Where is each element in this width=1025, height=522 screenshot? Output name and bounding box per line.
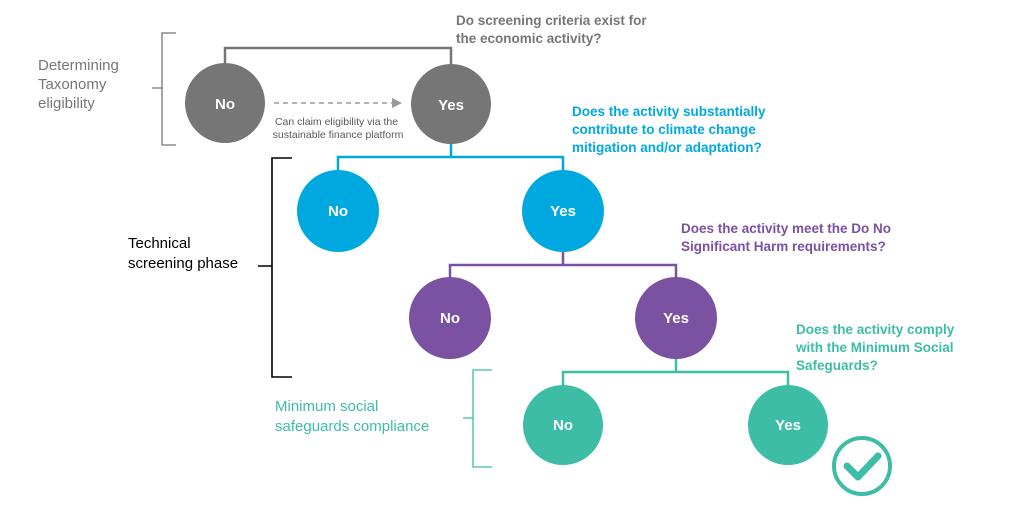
node-l2-no-label: No [328, 203, 348, 220]
question-line: Do screening criteria exist for [456, 13, 647, 28]
question-screening-criteria: Do screening criteria exist for the econ… [456, 13, 650, 46]
node-l2-yes [522, 170, 604, 252]
phase-technical-line: Technical [128, 235, 191, 252]
node-l3-yes [635, 277, 717, 359]
eligibility-bracket [152, 32, 176, 146]
connector-level-2 [336, 144, 565, 171]
phase-eligibility-line: eligibility [38, 95, 95, 112]
dashed-arrow-head [392, 98, 402, 108]
connector-level-4 [561, 358, 790, 386]
question-line: with the Minimum Social [795, 340, 954, 355]
question-dnsh: Does the activity meet the Do No Signifi… [681, 221, 895, 254]
phase-technical-line: screening phase [128, 255, 238, 272]
connector-level-3 [448, 251, 678, 279]
question-line: Does the activity comply [796, 322, 955, 337]
phase-safeguards-line: Minimum social [275, 398, 378, 415]
checkmark-icon [832, 436, 892, 496]
node-l1-yes-label: Yes [438, 97, 464, 114]
safeguards-bracket [463, 369, 492, 468]
note-line: Can claim eligibility via the [275, 116, 398, 128]
question-line: Does the activity substantially [572, 104, 766, 119]
phase-safeguards-line: safeguards compliance [275, 418, 429, 435]
node-l3-no [409, 277, 491, 359]
node-l4-yes [748, 385, 828, 465]
node-l4-yes-label: Yes [775, 417, 801, 434]
technical-bracket [258, 157, 292, 378]
question-climate-contribution: Does the activity substantially contribu… [572, 104, 769, 155]
node-l3-no-label: No [440, 310, 460, 327]
question-line: Significant Harm requirements? [681, 239, 886, 254]
question-line: mitigation and/or adaptation? [572, 140, 762, 155]
node-l1-no [185, 63, 265, 143]
node-l3-yes-label: Yes [663, 310, 689, 327]
question-line: Safeguards? [796, 358, 878, 373]
node-l4-no [523, 385, 603, 465]
phase-eligibility-line: Determining [38, 57, 119, 74]
eligibility-note: Can claim eligibility via the sustainabl… [273, 116, 404, 141]
question-line: contribute to climate change [572, 122, 756, 137]
node-l2-no [297, 170, 379, 252]
phase-label-eligibility: Determining Taxonomy eligibility [38, 57, 123, 112]
phase-label-safeguards: Minimum social safeguards compliance [275, 398, 429, 435]
node-l2-yes-label: Yes [550, 203, 576, 220]
phase-label-technical: Technical screening phase [128, 235, 238, 272]
phase-eligibility-line: Taxonomy [38, 76, 107, 93]
note-line: sustainable finance platform [273, 129, 404, 141]
node-l1-yes [411, 64, 491, 144]
question-line: the economic activity? [456, 31, 602, 46]
node-l4-no-label: No [553, 417, 573, 434]
node-l1-no-label: No [215, 96, 235, 113]
connector-level-1 [223, 46, 453, 66]
question-line: Does the activity meet the Do No [681, 221, 891, 236]
question-social-safeguards: Does the activity comply with the Minimu… [795, 322, 958, 373]
